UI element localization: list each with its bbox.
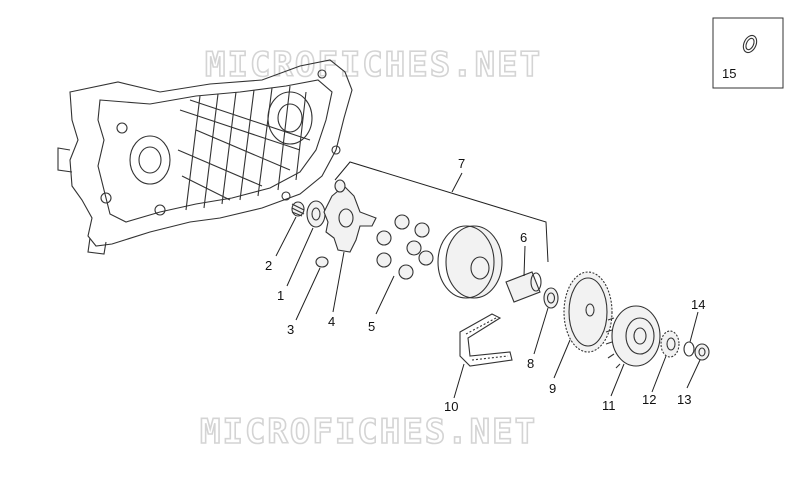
part-3-slider (315, 256, 329, 268)
part-14-washer (683, 341, 695, 357)
callout-11: 11 (602, 398, 616, 413)
group-bracket-7 (334, 161, 549, 263)
part-9-gear (563, 271, 613, 353)
callout-12: 12 (642, 392, 656, 407)
part-4-ramp-plate (323, 179, 377, 253)
callout-4: 4 (328, 314, 335, 329)
inset-box-15: 15 (712, 17, 784, 89)
callout-7: 7 (458, 156, 465, 171)
part-1-washer (306, 200, 326, 228)
callout-2: 2 (265, 258, 272, 273)
part-2-spring (291, 201, 305, 217)
variator-pulley (437, 225, 503, 299)
callout-13: 13 (677, 392, 691, 407)
callout-10: 10 (444, 399, 458, 414)
callout-5: 5 (368, 319, 375, 334)
leader-lines (275, 216, 701, 399)
watermark-bottom: MICROFICHES.NET (200, 412, 537, 452)
part-8-washer (543, 287, 559, 309)
crankcase-cover (57, 59, 353, 255)
part-6-bushing (505, 271, 542, 303)
callout-8: 8 (527, 356, 534, 371)
callout-15: 15 (722, 66, 736, 81)
callout-6: 6 (520, 230, 527, 245)
part-12-nut-plate (660, 330, 680, 358)
callout-3: 3 (287, 322, 294, 337)
part-5-rollers (376, 214, 434, 280)
part-13-nut (694, 343, 710, 361)
part-10-belt (459, 313, 513, 367)
callout-1: 1 (277, 288, 284, 303)
part-11-clutch-housing (605, 305, 661, 369)
callout-14: 14 (691, 297, 705, 312)
leader-7 (451, 172, 463, 193)
watermark-top: MICROFICHES.NET (205, 45, 542, 85)
callout-9: 9 (549, 381, 556, 396)
